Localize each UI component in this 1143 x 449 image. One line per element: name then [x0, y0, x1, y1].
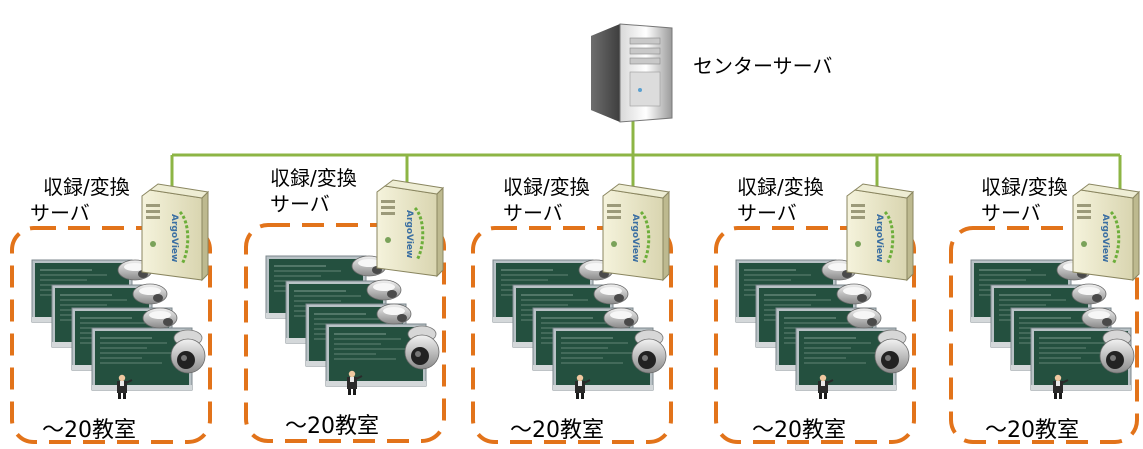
group-border — [10, 226, 212, 444]
classroom-count-label: ～20教室 — [42, 418, 136, 443]
group-border — [471, 226, 673, 444]
group-border — [949, 226, 1139, 444]
recorder-server-icon-2 — [375, 178, 445, 278]
network-lines — [170, 118, 1122, 190]
recorder-server-icon-1 — [140, 182, 210, 282]
group-4 — [714, 182, 916, 444]
server-label-line1: 収録/変換 — [43, 175, 130, 199]
group-5 — [949, 182, 1141, 444]
server-label-line2: サーバ — [30, 201, 90, 225]
server-label-line2: サーバ — [981, 201, 1041, 225]
group-2 — [244, 178, 446, 443]
classroom-count-label: ～20教室 — [285, 414, 379, 439]
server-label-line2: サーバ — [503, 201, 563, 225]
center-server-icon — [591, 23, 673, 123]
group-border — [714, 226, 916, 444]
recorder-server-icon-5 — [1071, 182, 1141, 282]
server-label-line2: サーバ — [270, 192, 330, 216]
classroom-count-label: ～20教室 — [752, 418, 846, 443]
server-label-line1: 収録/変換 — [981, 175, 1068, 199]
classroom-count-label: ～20教室 — [510, 418, 604, 443]
server-label-line1: 収録/変換 — [270, 166, 357, 190]
center-server-label: センターサーバ — [693, 54, 833, 78]
group-1 — [10, 182, 212, 444]
group-border — [244, 223, 446, 443]
server-label-line1: 収録/変換 — [737, 175, 824, 199]
server-label-line2: サーバ — [737, 201, 797, 225]
recorder-server-icon-4 — [845, 182, 915, 282]
group-3 — [471, 182, 673, 444]
server-label-line1: 収録/変換 — [503, 175, 590, 199]
recorder-server-icon-3 — [601, 182, 671, 282]
classroom-count-label: ～20教室 — [985, 418, 1079, 443]
